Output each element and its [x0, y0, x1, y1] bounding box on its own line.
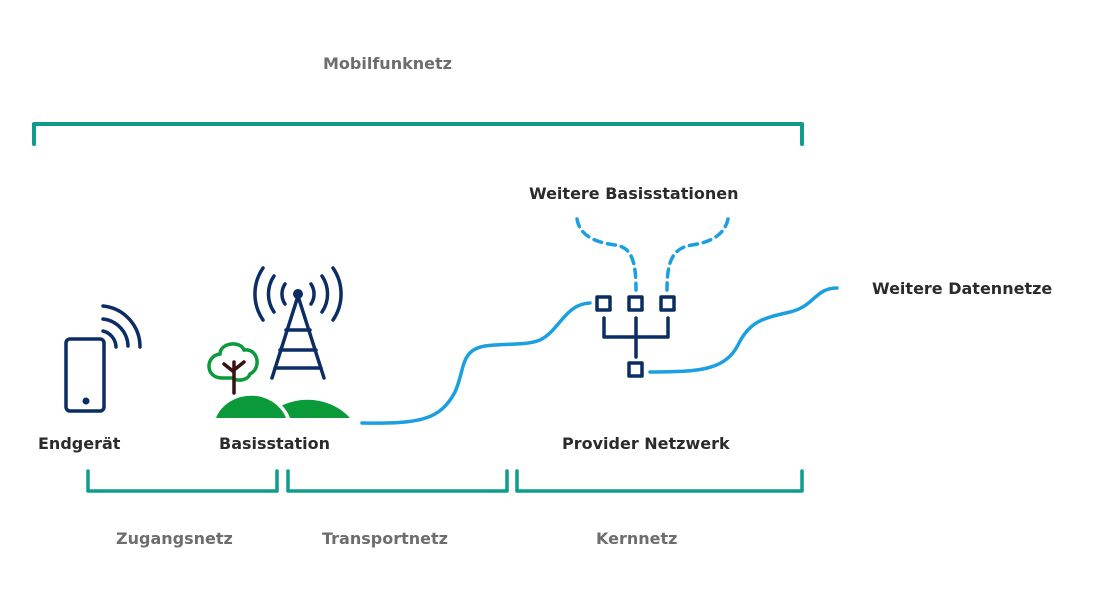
kernnetz-label: Kernnetz [596, 529, 678, 548]
provider-netzwerk-label: Provider Netzwerk [562, 434, 730, 453]
dashed-link-left [575, 217, 638, 292]
weitere-datennetze-label: Weitere Datennetze [872, 279, 1053, 298]
basisstation-label: Basisstation [219, 434, 331, 453]
weitere-basisstationen-label: Weitere Basisstationen [529, 184, 739, 203]
dashed-link-right [665, 217, 730, 292]
phone-icon [64, 304, 142, 413]
network-hierarchy-icon [595, 295, 676, 378]
mobilfunknetz-label: Mobilfunknetz [323, 54, 452, 73]
data-network-link [648, 286, 839, 374]
endgeraet-label: Endgerät [38, 434, 121, 453]
transport-link [360, 301, 592, 425]
transportnetz-bracket [286, 469, 509, 493]
tree-icon [207, 342, 259, 395]
transportnetz-label: Transportnetz [322, 529, 448, 548]
mobilfunknetz-bracket [32, 122, 804, 146]
zugangsnetz-label: Zugangsnetz [116, 529, 233, 548]
antenna-tower-icon [253, 266, 343, 380]
kernnetz-bracket [515, 469, 804, 493]
zugangsnetz-bracket [86, 469, 279, 493]
hills-icon [214, 393, 350, 418]
